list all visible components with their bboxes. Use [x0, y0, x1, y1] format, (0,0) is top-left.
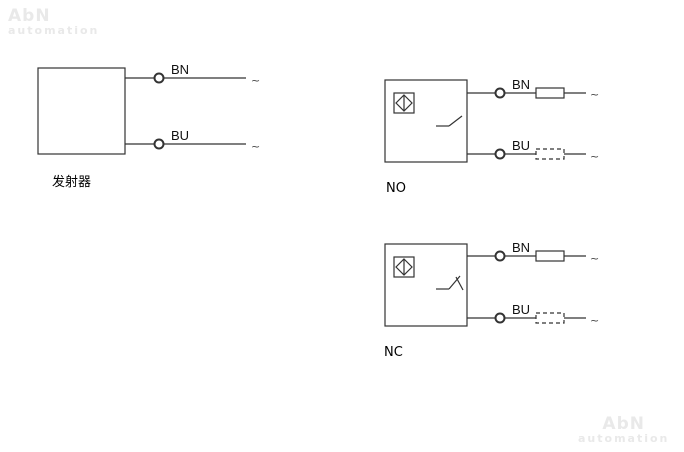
no-sensor-box: [384, 79, 468, 163]
no-optional-load-icon: [535, 148, 565, 160]
emitter-box: [37, 67, 126, 155]
no-load-resistor-icon: [535, 87, 565, 99]
emitter-caption: 发射器: [52, 174, 91, 190]
no-bn-label: BN: [512, 77, 530, 92]
emitter-bn-ac-symbol: ~: [251, 74, 260, 87]
no-bn-ac-symbol: ~: [590, 88, 599, 101]
watermark-logo-text: AbN: [602, 414, 645, 434]
no-switch-contact-icon: [436, 115, 463, 127]
watermark-top-left: AbN automation: [8, 6, 100, 37]
nc-sensor-diagram: BN ~ BU ~ NC: [384, 240, 599, 360]
no-bu-terminal: [494, 148, 506, 160]
emitter-bu-ac-symbol: ~: [251, 140, 260, 153]
watermark-bottom-right: AbN automation: [578, 414, 670, 445]
nc-bu-label: BU: [512, 302, 530, 317]
no-bn-terminal: [494, 87, 506, 99]
nc-load-resistor-icon: [535, 250, 565, 262]
nc-sensor-symbol-icon: [393, 256, 415, 278]
nc-optional-load-icon: [535, 312, 565, 324]
nc-bu-terminal: [494, 312, 506, 324]
nc-bn-label: BN: [512, 240, 530, 255]
watermark-subtext: automation: [578, 432, 670, 445]
nc-sensor-box: [384, 243, 468, 327]
nc-bu-ac-symbol: ~: [590, 314, 599, 327]
emitter-bn-terminal: [153, 72, 165, 84]
nc-bn-terminal: [494, 250, 506, 262]
no-caption: NO: [386, 181, 406, 196]
watermark-logo-text: AbN: [8, 6, 51, 26]
nc-switch-contact-icon: [436, 275, 464, 291]
emitter-bu-terminal: [153, 138, 165, 150]
emitter-diagram: BN BU ~ ~ 发射器: [37, 62, 260, 190]
watermark-subtext: automation: [8, 24, 100, 37]
no-sensor-diagram: BN ~ BU ~ NO: [384, 77, 599, 196]
emitter-bn-label: BN: [171, 62, 189, 77]
emitter-bu-label: BU: [171, 128, 189, 143]
nc-bn-ac-symbol: ~: [590, 252, 599, 265]
no-bu-label: BU: [512, 138, 530, 153]
nc-caption: NC: [384, 345, 403, 360]
no-bu-ac-symbol: ~: [590, 150, 599, 163]
no-sensor-symbol-icon: [393, 92, 415, 114]
